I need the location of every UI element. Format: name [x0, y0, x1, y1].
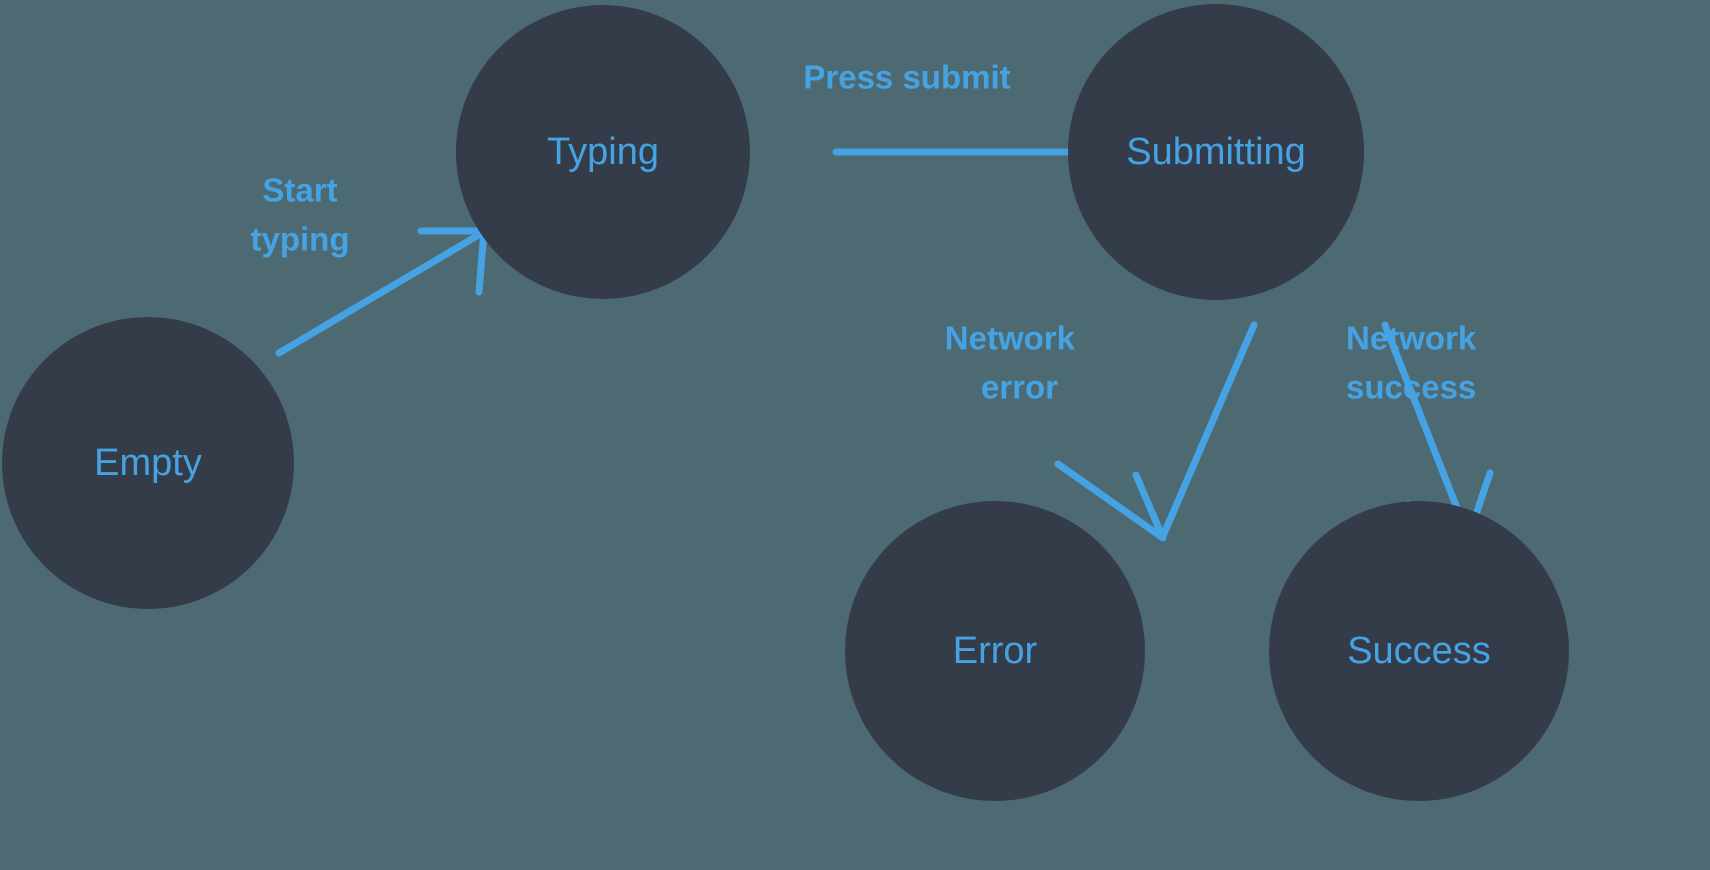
edge-empty-to-typing-line: [275, 229, 486, 357]
node-success-circle[interactable]: [1269, 501, 1569, 801]
node-submitting-label: Submitting: [1126, 131, 1306, 173]
edge-label-press-submit-line-1: Press submit: [803, 59, 1010, 96]
node-submitting[interactable]: Submitting: [1068, 4, 1364, 300]
edge-label-network-error: Network error: [945, 320, 1076, 406]
node-success-label: Success: [1347, 630, 1491, 672]
node-empty-circle[interactable]: [2, 317, 294, 609]
node-submitting-circle[interactable]: [1068, 4, 1364, 300]
edge-label-network-error-line-1: Network: [945, 320, 1076, 357]
edge-label-network-success-line-2: success: [1346, 369, 1476, 406]
edge-label-start-typing-line-1: Start: [262, 172, 337, 209]
node-empty[interactable]: Empty: [2, 317, 294, 609]
edge-label-network-error-line-2: error: [981, 369, 1058, 406]
edge-submitting-to-error-line: [1159, 321, 1258, 540]
edge-label-network-success-line-1: Network: [1346, 320, 1477, 357]
edge-submitting-to-success-line: [1381, 321, 1472, 540]
node-error-circle[interactable]: [845, 501, 1145, 801]
node-typing[interactable]: Typing: [456, 5, 750, 299]
edge-label-start-typing-line-2: typing: [251, 221, 350, 258]
node-empty-label: Empty: [94, 442, 202, 484]
edge-label-network-success: Network success: [1346, 320, 1477, 406]
node-error-label: Error: [953, 630, 1038, 672]
edge-label-start-typing: Start typing: [251, 172, 350, 258]
edge-submitting-to-error-arrowhead: [1054, 460, 1167, 542]
edge-label-press-submit: Press submit: [803, 59, 1010, 96]
node-success[interactable]: Success: [1269, 501, 1569, 801]
node-typing-label: Typing: [547, 131, 659, 173]
edge-submitting-to-error: [1054, 321, 1258, 542]
node-error[interactable]: Error: [845, 501, 1145, 801]
node-typing-circle[interactable]: [456, 5, 750, 299]
